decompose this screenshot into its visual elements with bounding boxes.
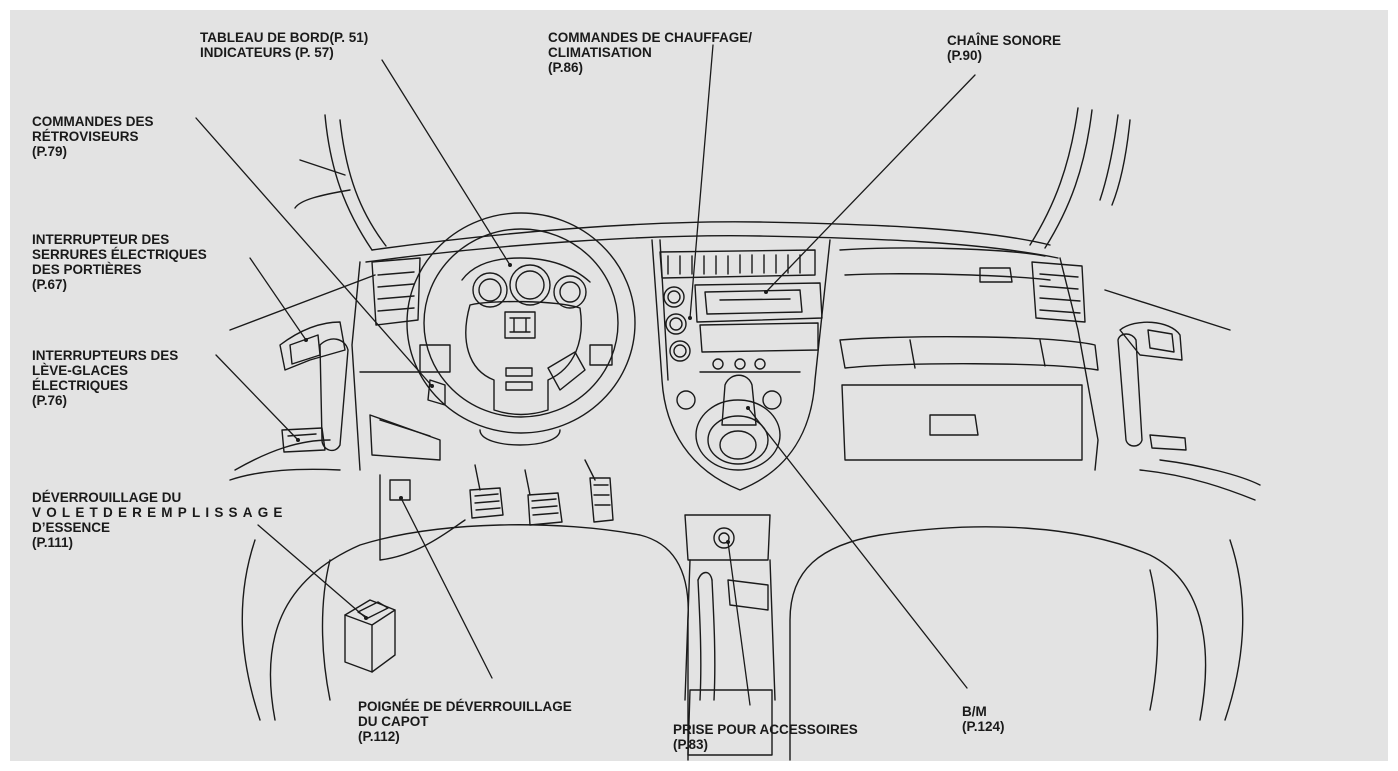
- leader-arrowheads: [296, 263, 768, 620]
- callout-page-ref: (P.124): [962, 719, 1005, 734]
- door-panels: [229, 321, 1261, 501]
- callout-line: DU CAPOT: [358, 714, 429, 729]
- callout-commandes-chauffage: COMMANDES DE CHAUFFAGE/ CLIMATISATION (P…: [548, 30, 752, 75]
- leader-retroviseurs: [195, 117, 433, 387]
- callout-line: INTERRUPTEUR DES: [32, 232, 170, 247]
- callout-line: RÉTROVISEURS: [32, 129, 139, 144]
- callout-prise-accessoires: PRISE POUR ACCESSOIRES (P.83): [673, 722, 858, 752]
- fuel-release-lever: [344, 599, 396, 673]
- callout-page-ref: (P.111): [32, 535, 74, 550]
- callout-page-ref: (P.67): [32, 277, 68, 292]
- callout-bm: B/M (P.124): [962, 704, 1005, 734]
- callout-commandes-retroviseurs: COMMANDES DES RÉTROVISEURS (P.79): [32, 114, 154, 159]
- callout-line: INTERRUPTEURS DES: [32, 348, 179, 363]
- callout-line: TABLEAU DE BORD(P. 51): [200, 30, 369, 45]
- leader-prise: [727, 541, 751, 706]
- leader-leve-glaces: [215, 354, 299, 441]
- leader-chaine: [765, 74, 976, 293]
- callout-line: VOLETDEREMPLISSAGE: [32, 505, 288, 520]
- callout-page-ref: (P.83): [673, 737, 709, 752]
- callout-line: B/M: [962, 704, 987, 719]
- leader-tableau: [381, 59, 511, 266]
- leader-lines: [195, 44, 976, 706]
- callout-serrures-electriques: INTERRUPTEUR DES SERRURES ÉLECTRIQUES DE…: [32, 232, 207, 292]
- steering-wheel: [406, 212, 636, 446]
- seats: [241, 524, 1244, 761]
- callout-line: COMMANDES DES: [32, 114, 154, 129]
- diagram-panel: [10, 10, 1388, 761]
- callout-line: DES PORTIÈRES: [32, 262, 142, 277]
- leader-essence: [257, 524, 367, 619]
- callout-line: COMMANDES DE CHAUFFAGE/: [548, 30, 753, 45]
- callout-line: LÈVE-GLACES: [32, 363, 129, 378]
- callout-leve-glaces: INTERRUPTEURS DES LÈVE-GLACES ÉLECTRIQUE…: [32, 348, 178, 408]
- callout-page-ref: (P.79): [32, 144, 68, 159]
- callout-tableau-de-bord: TABLEAU DE BORD(P. 51) INDICATEURS (P. 5…: [200, 30, 368, 60]
- callout-line: CHAÎNE SONORE: [947, 33, 1062, 48]
- leader-chauffage: [689, 44, 714, 319]
- callout-page-ref: (P.86): [548, 60, 584, 75]
- windshield-frame: [229, 107, 1231, 331]
- callout-page-ref: (P.76): [32, 393, 68, 408]
- callout-line: CLIMATISATION: [548, 45, 652, 60]
- dashboard-outline: [351, 221, 1099, 471]
- callout-deverrouillage-essence: DÉVERROUILLAGE DU VOLETDEREMPLISSAGE D’E…: [32, 490, 288, 550]
- callout-line: D’ESSENCE: [32, 520, 111, 535]
- callout-line: ÉLECTRIQUES: [32, 378, 129, 393]
- leader-capot: [400, 497, 493, 679]
- center-console: [651, 239, 831, 756]
- leader-serrures: [249, 257, 307, 341]
- callout-page-ref: (P.112): [358, 729, 400, 744]
- pedals: [379, 459, 614, 561]
- callout-line: SERRURES ÉLECTRIQUES: [32, 247, 207, 262]
- callout-chaine-sonore: CHAÎNE SONORE (P.90): [947, 33, 1061, 63]
- callout-poignee-capot: POIGNÉE DE DÉVERROUILLAGE DU CAPOT (P.11…: [358, 699, 572, 744]
- callout-line: POIGNÉE DE DÉVERROUILLAGE: [358, 699, 572, 714]
- callout-line: INDICATEURS (P. 57): [200, 45, 334, 60]
- callout-line: PRISE POUR ACCESSOIRES: [673, 722, 858, 737]
- callout-line: DÉVERROUILLAGE DU: [32, 490, 182, 505]
- callout-page-ref: (P.90): [947, 48, 983, 63]
- leader-bm: [747, 407, 968, 689]
